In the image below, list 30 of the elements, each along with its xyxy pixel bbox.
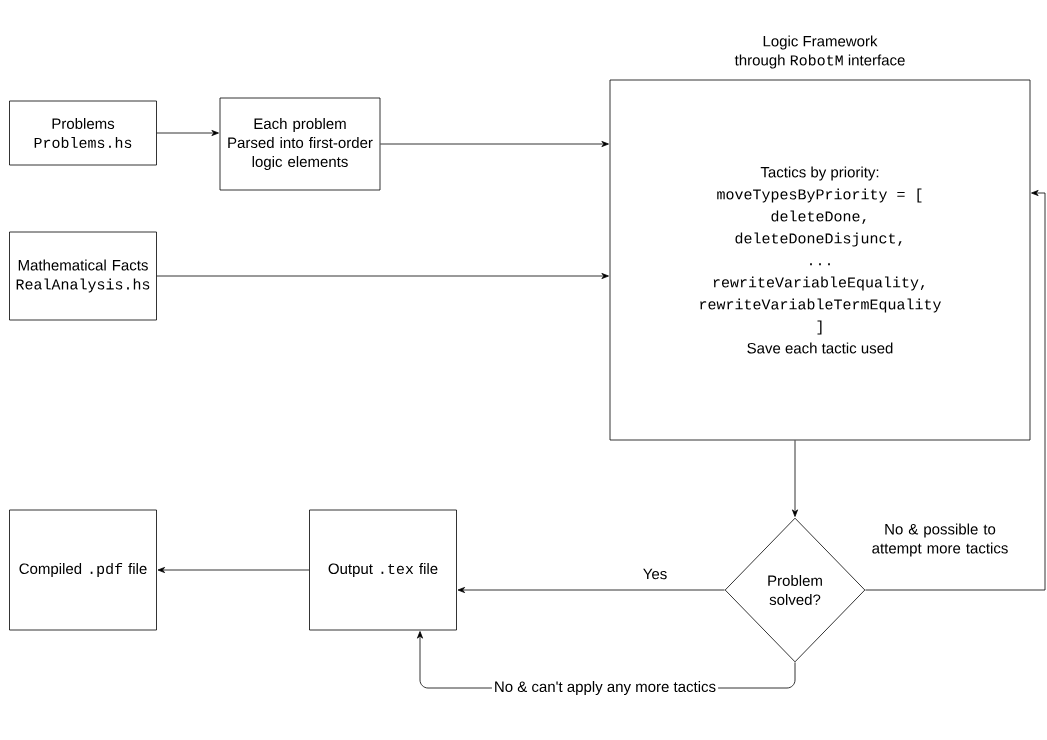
node-label: deleteDoneDisjunct, [735, 232, 902, 247]
arrow [792, 440, 798, 517]
node-label: Tactics by priority: [760, 166, 879, 181]
node-label: moveTypesByPriority = [ [717, 188, 922, 203]
process-box: Output .tex file [309, 509, 457, 631]
node-label: RobotM [790, 54, 843, 66]
node-label: interface [848, 54, 905, 66]
node-label: rewriteVariableEquality, [713, 276, 925, 291]
node-label: Save each tactic used [747, 342, 893, 354]
process-box: Problems Problems.hs [9, 100, 157, 166]
arrow [156, 273, 609, 279]
process-box: Each problem Parsed into first-order logic elements [219, 97, 381, 191]
edge-label: No & can't apply any more tactics [491, 679, 719, 697]
edge-label: Yes [640, 566, 670, 582]
arrow [457, 587, 725, 593]
framework-box: Tactics by priority: moveTypesByPriority = [ deleteDone, deleteDoneDisjunct, ... rewriteVariableEquality, rewriteVariableTermEquality ] Save each tactic used [609, 79, 1031, 441]
arrow [157, 567, 310, 573]
node-label: deleteDone, [771, 210, 866, 225]
arrow [156, 130, 219, 136]
node-label: ... [810, 263, 830, 266]
box-heading: Logic Framework through RobotM interface [734, 35, 905, 69]
edge-label: No & possible to attempt more tactics [868, 521, 1012, 559]
node-label: Logic Framework [763, 35, 878, 50]
node-label: ] [817, 320, 822, 335]
arrow [380, 141, 609, 147]
process-box: Mathematical Facts RealAnalysis.hs [9, 231, 157, 321]
node-label: rewriteVariableTermEquality [700, 298, 941, 313]
process-box: Compiled .pdf file [9, 509, 157, 631]
node-label: through [734, 54, 785, 69]
arrow [865, 190, 1046, 591]
